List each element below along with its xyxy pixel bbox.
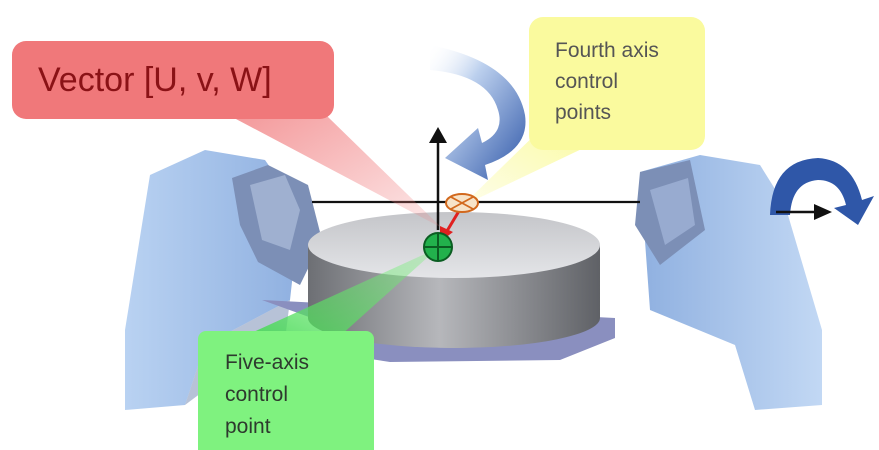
right-support [635, 155, 822, 410]
fourth-axis-control-point-marker [445, 193, 479, 213]
fourth-axis-callout-line: control [555, 70, 619, 93]
five-axis-callout-line: point [225, 415, 271, 438]
five-axis-callout-line: control [225, 383, 289, 406]
five-axis-control-point-marker [423, 232, 453, 262]
fourth-axis-callout: Fourth axis control points [529, 17, 705, 150]
rotary-table [308, 212, 600, 348]
vector-callout: Vector [U, v, W] [12, 41, 334, 119]
fourth-axis-callout-line: Fourth axis [555, 39, 659, 62]
vertical-axis-arrow [429, 127, 447, 230]
five-axis-callout-line: Five-axis [225, 351, 310, 374]
vector-callout-text: Vector [U, v, W] [38, 61, 272, 99]
c-axis-rotation-arrow [430, 45, 526, 180]
fourth-axis-callout-line: points [555, 101, 612, 124]
five-axis-callout-pointer [225, 248, 438, 345]
a-axis-rotation-arrow [770, 158, 874, 225]
five-axis-callout: Five-axis control point [198, 331, 374, 450]
